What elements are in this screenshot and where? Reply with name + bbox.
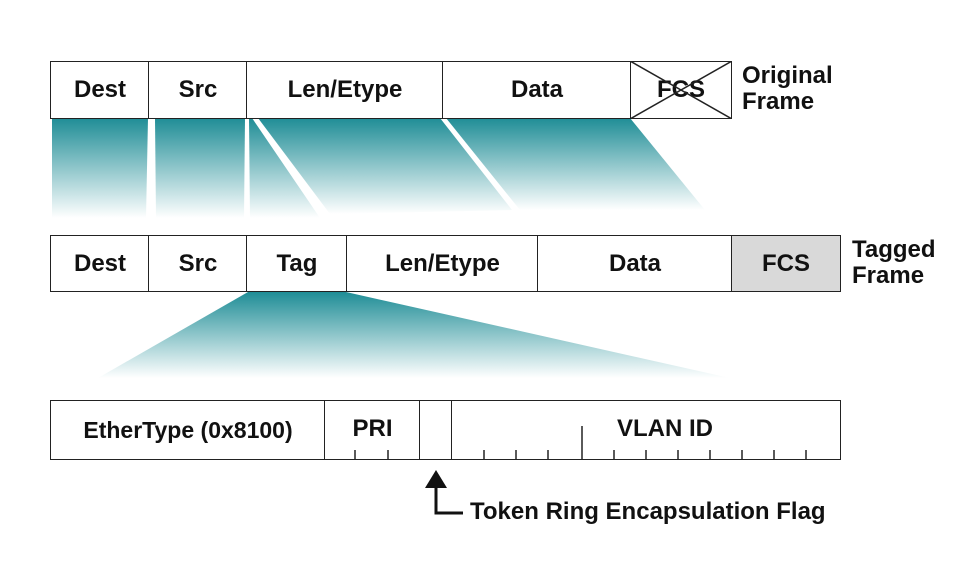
strike-through-cross	[629, 60, 732, 119]
tagged-fcs-field: FCS	[731, 235, 841, 292]
original-frame-label: Original Frame	[742, 63, 833, 115]
projection-data	[446, 118, 705, 210]
tag-vlan-id-label: VLAN ID	[617, 415, 713, 442]
original-frame-label-line2: Frame	[742, 88, 815, 115]
projection-len-etype-a	[249, 118, 320, 218]
tagged-tag-field: Tag	[246, 235, 348, 292]
original-data-field: Data	[442, 61, 632, 119]
tag-cfi-field	[419, 400, 453, 460]
flag-arrow-head	[425, 470, 447, 488]
tagged-dest-field: Dest	[50, 235, 150, 292]
tagged-frame-label: Tagged Frame	[852, 237, 936, 289]
token-ring-flag-annotation: Token Ring Encapsulation Flag	[470, 498, 826, 525]
tagged-frame-label-line2: Frame	[852, 262, 925, 289]
original-dest-field: Dest	[50, 61, 150, 119]
flag-connector-line	[434, 486, 463, 515]
original-src-field: Src	[148, 61, 248, 119]
original-len-etype-field: Len/Etype	[246, 61, 444, 119]
bit-ticks	[354, 426, 807, 459]
tag-pri-field: PRI	[324, 400, 421, 460]
original-fcs-field: FCS	[629, 60, 732, 119]
original-frame-label-line1: Original	[742, 62, 833, 89]
projection-tag	[98, 292, 730, 378]
tag-ethertype-field: EtherType (0x8100)	[50, 400, 326, 460]
tag-pri-label: PRI	[352, 415, 393, 442]
projection-len-etype-b	[258, 118, 512, 214]
tagged-data-field: Data	[537, 235, 733, 292]
tagged-len-etype-field: Len/Etype	[346, 235, 539, 292]
projection-dest	[52, 118, 148, 218]
tagged-frame-label-line1: Tagged	[852, 236, 936, 263]
projection-src	[155, 118, 245, 218]
